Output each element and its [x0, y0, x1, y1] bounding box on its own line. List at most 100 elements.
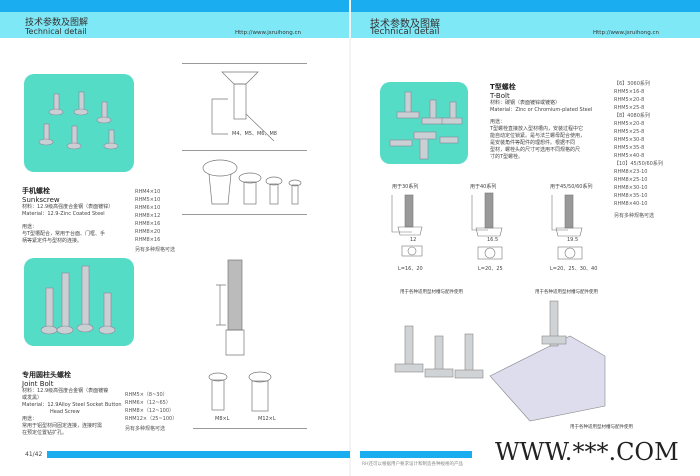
- footer-text: RH还可以根据用户要求设计和制造各种规格的产品: [362, 462, 464, 467]
- header-url[interactable]: Http://www.jsruihong.cn: [235, 30, 301, 36]
- sunkscrew-title-en: Sunkscrew: [22, 196, 60, 204]
- diagram-label: 用于40系列: [470, 184, 497, 190]
- footer-bar: [360, 451, 472, 458]
- spec-item: RHM8×20: [135, 229, 161, 235]
- spec-note: 另有多种规格可选: [125, 426, 166, 432]
- spec-item: RHM8×25-10: [614, 177, 648, 183]
- spec-item: RHM5×10: [135, 197, 161, 203]
- t-bolt-use-text: 寸的T型螺栓。: [490, 154, 524, 160]
- spec-series: 【6】3060系列: [614, 81, 650, 87]
- dim-label: M12×L: [258, 416, 276, 422]
- t-bolt-use-text: 是安装角件等配件的理想件。根据不同: [490, 140, 576, 146]
- spec-note: 另有多种规格可选: [614, 213, 655, 219]
- t-bolt-title-zh: T型螺栓: [490, 83, 516, 91]
- spec-item: RHM8×23-10: [614, 169, 648, 175]
- spec-series: 【10】45/50/60系列: [614, 161, 663, 167]
- bolts-image: [40, 265, 116, 335]
- spec-item: RHM8×16: [135, 237, 161, 243]
- sunkscrew-spec-list: RHM4×10 RHM5×10 RHM6×10 RHM8×12 RHM8×16 …: [135, 188, 175, 254]
- header-title-en: Technical detail: [25, 27, 87, 36]
- t-bolt-spec-list: 【6】3060系列 RHM5×16-8 RHM5×20-8 RHM5×25-8 …: [614, 80, 663, 220]
- spec-item: RHM5×20-8: [614, 121, 645, 127]
- dim-label: M8×L: [215, 416, 230, 422]
- spec-item: RHM5×40-8: [614, 153, 645, 159]
- spec-item: RHM12×（25~100）: [125, 416, 178, 422]
- t-bolt-title-en: T-Bolt: [490, 92, 510, 100]
- divider: [182, 150, 307, 151]
- spec-item: RHM5×35-8: [614, 145, 645, 151]
- diagram-width: 19.5: [567, 237, 579, 243]
- divider: [182, 63, 307, 64]
- diagram-label: 用于45/50/60系列: [550, 184, 593, 190]
- sunkscrew-material-en: Material：12.9-Zinc Coated Steel: [22, 211, 105, 217]
- header-title-en-right: Technical detail: [370, 27, 440, 37]
- spec-item: RHM8×35-10: [614, 193, 648, 199]
- header-title-zh-right: 技术参数及图解: [370, 19, 440, 30]
- caption: 用于各种适用型材槽与配件使用: [570, 425, 633, 430]
- watermark: WWW.***.COM: [495, 438, 679, 466]
- spec-item: RHM5×16-8: [614, 89, 645, 95]
- sunkscrew-use-text: 与T型槽配合，常用于台面、门框、手: [22, 231, 106, 237]
- joint-bolt-material-en: Material：12.9Alloy Steel Socket Button: [22, 402, 122, 408]
- spec-series: 【8】4080系列: [614, 113, 650, 119]
- sunkscrew-title-zh: 手机螺栓: [22, 187, 50, 195]
- sunkscrew-use-label: 用途：: [22, 224, 38, 230]
- spec-item: RHM8×30-10: [614, 185, 648, 191]
- caption: 用于各种适用型材槽与配件使用: [400, 290, 463, 295]
- sunkscrew-photo: [24, 74, 134, 172]
- t-bolt-use-text: 型材，螺栓头的尺寸可选用不同规格的尺: [490, 147, 581, 153]
- t-bolt-material-zh: 材料：碳钢（表面镀锌或镀铬）: [490, 100, 561, 106]
- spec-item: RHM8×16: [135, 221, 161, 227]
- caption: 用于各种适用型材槽与配件使用: [535, 290, 598, 295]
- joint-bolt-material-zh: 或发黑）: [22, 395, 43, 401]
- spec-item: RHM6×10: [135, 205, 161, 211]
- divider: [182, 214, 307, 215]
- spec-item: RHM5×25-8: [614, 129, 645, 135]
- joint-bolt-spec-list: RHM5×（8~30） RHM6×（12~65） RHM8×（12~100） R…: [125, 391, 177, 433]
- header-title-zh: 技术参数及图解: [25, 18, 89, 28]
- t-bolt-assembly-images: [394, 300, 606, 422]
- footer-bar: [47, 451, 350, 458]
- diagram-width: 12: [410, 237, 417, 243]
- spec-item: RHM5×（8~30）: [125, 392, 168, 398]
- joint-bolt-material-zh: 材料：12.9级高强度合金钢（表面镀镍: [22, 388, 109, 394]
- sunkscrew-dims: M4、M5、M6、M8: [232, 131, 277, 137]
- spec-note: 另有多种规格可选: [135, 247, 176, 253]
- joint-bolt-use-text: 常用于铝型材间固定连接，连接时需: [22, 423, 103, 429]
- spec-item: RHM8×（12~100）: [125, 408, 175, 414]
- spec-item: RHM8×12: [135, 213, 161, 219]
- screws-image: [38, 91, 119, 150]
- t-bolt-dimension-drawings: [391, 192, 583, 260]
- spec-item: RHM8×40-10: [614, 201, 648, 207]
- sunkscrew-use-text: 柄等紧定件与型材的连接。: [22, 238, 83, 244]
- t-bolts-image: [389, 91, 463, 160]
- sunkscrew-drawing: [202, 71, 302, 205]
- diagram-length: L=20、25: [478, 266, 503, 272]
- spec-item: RHM6×（12~65）: [125, 400, 171, 406]
- page-number: 41/42: [25, 451, 43, 458]
- t-bolt-use-label: 用途：: [490, 119, 506, 125]
- diagram-label: 用于30系列: [392, 184, 419, 190]
- diagram-length: L=20、25、30、40: [550, 266, 598, 272]
- joint-bolt-use-label: 用途：: [22, 416, 38, 422]
- joint-bolt-title-en: Joint Bolt: [22, 380, 54, 388]
- divider: [193, 428, 307, 429]
- header-url-right[interactable]: Http://www.jsruihong.cn: [593, 30, 659, 36]
- page-gutter: [349, 0, 351, 476]
- joint-bolt-drawing: [208, 259, 272, 412]
- joint-bolt-use-text: 在预定位置钻扩孔。: [22, 430, 68, 436]
- t-bolt-photo: [380, 82, 468, 164]
- joint-bolt-title-zh: 专用圆柱头螺栓: [22, 371, 71, 379]
- t-bolt-use-text: T型螺栓直接放入型材槽内，安装过程中它: [490, 126, 584, 132]
- joint-bolt-photo: [24, 258, 134, 346]
- diagram-length: L=16、20: [398, 266, 423, 272]
- diagram-width: 16.5: [487, 237, 499, 243]
- sunkscrew-material-zh: 材料：12.9级高强度合金钢（表面镀锌）: [22, 204, 114, 210]
- spec-item: RHM4×10: [135, 189, 161, 195]
- spec-item: RHM5×25-8: [614, 105, 645, 111]
- spec-item: RHM5×20-8: [614, 97, 645, 103]
- spec-item: RHM5×30-8: [614, 137, 645, 143]
- t-bolt-use-text: 能自动定位锁紧。是与法兰螺母配合使用，: [490, 133, 586, 139]
- joint-bolt-material-en: Head Screw: [50, 409, 80, 415]
- t-bolt-material-en: Material：Zinc or Chromium-plated Steel: [490, 107, 593, 113]
